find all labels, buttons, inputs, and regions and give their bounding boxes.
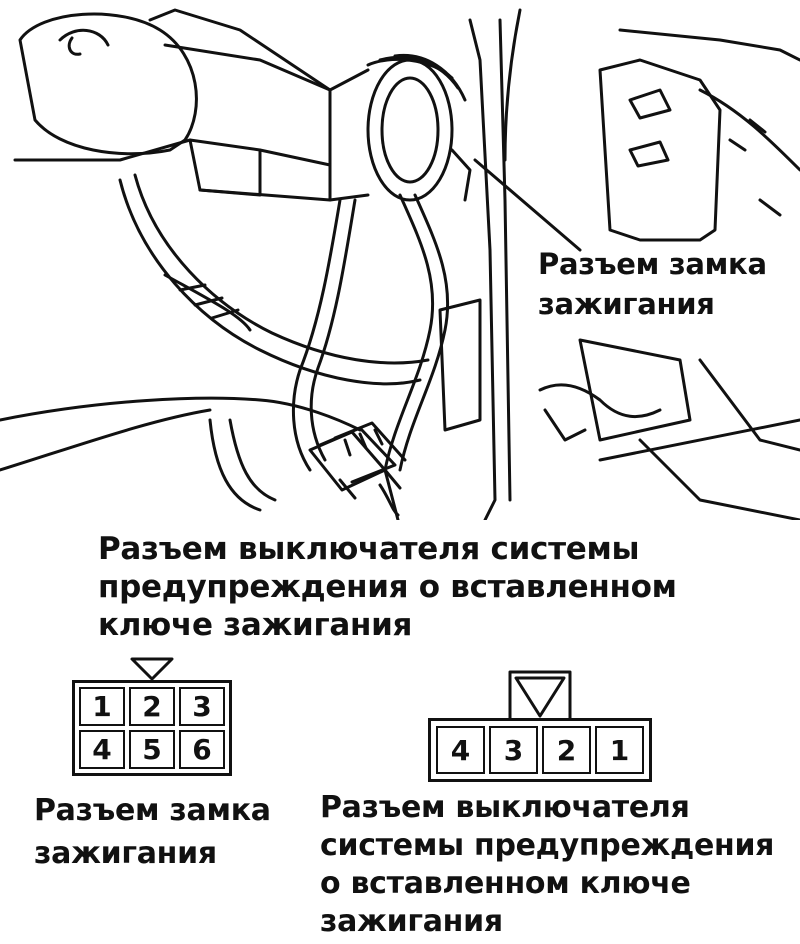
ignition-connector-6pin: 1 2 3 4 5 6 — [72, 680, 232, 776]
pin-cell: 5 — [129, 730, 175, 769]
column-bracket — [13, 138, 332, 202]
pin-cell: 2 — [542, 726, 591, 774]
label-line: зажигания — [538, 287, 715, 321]
ignition-switch-connector-label-bottom: Разъем замка зажигания — [34, 789, 271, 875]
pin-cell: 2 — [129, 687, 175, 726]
label-line: Разъем выключателя системы — [98, 531, 640, 567]
label-line: предупреждения о вставленном — [98, 569, 677, 605]
pin-cell: 3 — [179, 687, 225, 726]
ignition-cylinder-housing — [18, 8, 332, 156]
connector-latch — [508, 670, 572, 722]
key-warning-connector-pins: 4 3 2 1 — [436, 726, 644, 774]
label-line: зажигания — [320, 904, 503, 939]
lock-cylinder — [328, 53, 472, 202]
dash-structure — [438, 8, 800, 520]
pin-cell: 1 — [595, 726, 644, 774]
key-warning-switch-connector-label-bottom: Разъем выключателя системы предупреждени… — [320, 789, 774, 941]
wire-harness — [0, 173, 450, 512]
key-warning-switch-connector-label-top: Разъем выключателя системы предупреждени… — [98, 530, 677, 644]
leader-line-ignition — [473, 158, 582, 252]
steering-column-illustration — [0, 8, 800, 520]
key-warning-connector-illustration — [308, 421, 407, 517]
pin-cell: 3 — [489, 726, 538, 774]
label-line: Разъем замка — [538, 247, 767, 281]
connector-key-triangle — [130, 657, 174, 681]
pin-cell: 6 — [179, 730, 225, 769]
pin-cell: 4 — [79, 730, 125, 769]
label-line: Разъем выключателя — [320, 790, 690, 825]
pin-cell: 1 — [79, 687, 125, 726]
label-line: о вставленном ключе — [320, 866, 691, 901]
leader-line-key-warning — [383, 468, 400, 520]
label-line: Разъем замка — [34, 793, 271, 828]
label-line: зажигания — [34, 836, 217, 871]
ignition-switch-connector-label-top: Разъем замка зажигания — [538, 244, 767, 324]
key-warning-connector-4pin — [428, 718, 652, 782]
label-line: ключе зажигания — [98, 607, 413, 643]
pin-cell: 4 — [436, 726, 485, 774]
label-line: системы предупреждения — [320, 828, 775, 863]
